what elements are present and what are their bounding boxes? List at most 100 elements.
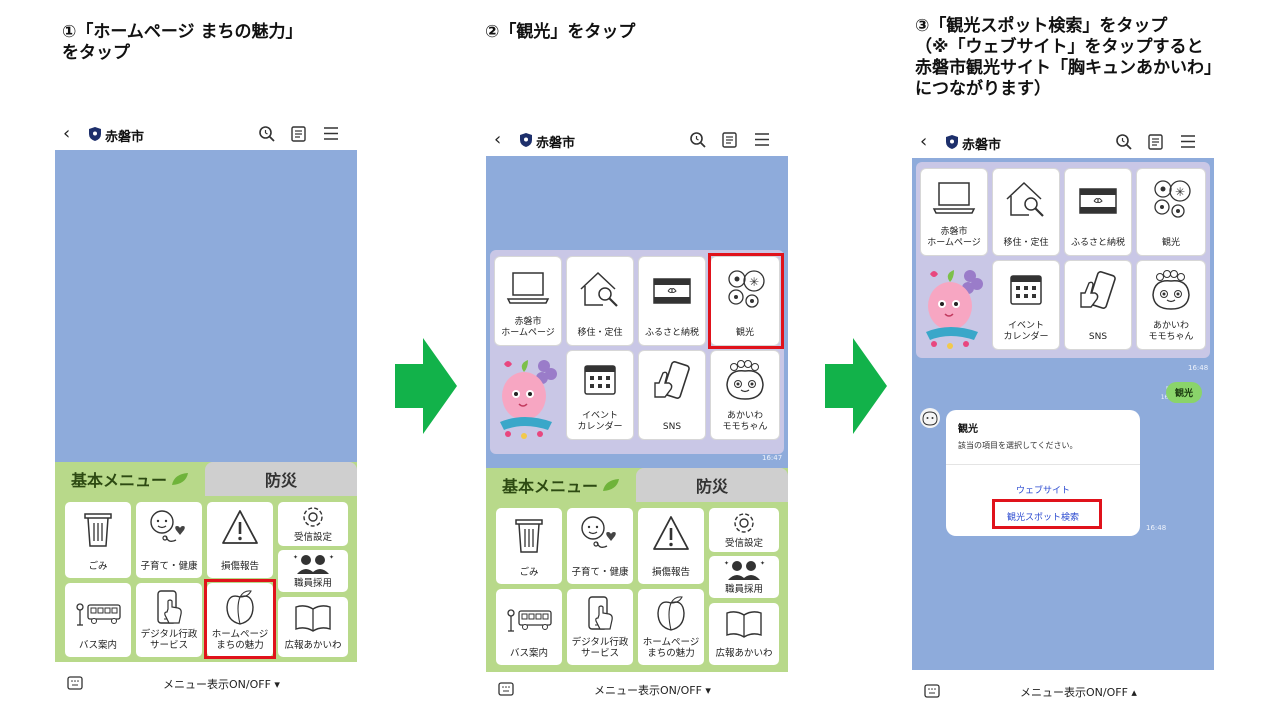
tab-bousai[interactable]: 防災 [636, 468, 788, 502]
rich-menu-message: 赤磐市 ホームページ 移住・定住 ふるさと納税 ✳ 観光 イベント カレンダー [490, 250, 784, 454]
menu-toggle-button[interactable]: メニュー表示ON/OFF ▴ [1020, 686, 1137, 699]
step2-caption: ②「観光」をタップ [485, 22, 636, 42]
rich-tile-event[interactable]: イベント カレンダー [566, 350, 634, 440]
rich-tile-furusato[interactable]: ふるさと納税 [638, 256, 706, 346]
trash-can-icon [84, 513, 112, 547]
note-icon[interactable] [1148, 134, 1163, 150]
hamburger-menu-icon[interactable] [754, 132, 770, 147]
menu-tile-sonsho[interactable]: 損傷報告 [638, 508, 704, 584]
smartphone-thumb-icon [654, 361, 690, 399]
hamburger-menu-icon[interactable] [323, 126, 339, 141]
rich-tile-label: 移住・定住 [1003, 238, 1049, 248]
rich-tile-iju[interactable]: 移住・定住 [566, 256, 634, 346]
hamburger-menu-icon[interactable] [1180, 134, 1196, 149]
next-step-arrow-icon [395, 338, 457, 434]
tourist-spot-search-button[interactable]: 観光スポット検索 [1006, 513, 1079, 523]
rich-tile-label: ふるさと納税 [1070, 238, 1125, 248]
search-icon[interactable] [689, 131, 707, 149]
rich-tile-label: SNS [1088, 332, 1108, 342]
menu-tile-shokuin[interactable]: ✦✦ 職員採用 [709, 556, 779, 598]
rich-tile-homepage[interactable]: 赤磐市 ホームページ [920, 168, 988, 256]
rich-tile-label: ふるさと納税 [644, 328, 699, 338]
card-divider [946, 464, 1140, 465]
baby-stethoscope-icon [581, 516, 616, 549]
menu-tile-gomi[interactable]: ごみ [65, 502, 131, 578]
keyboard-icon[interactable] [924, 684, 940, 698]
search-icon[interactable] [258, 125, 276, 143]
gift-box-icon [1079, 188, 1117, 214]
menu-tile-jushin[interactable]: 受信設定 [709, 508, 779, 552]
rich-tile-iju[interactable]: 移住・定住 [992, 168, 1060, 256]
menu-tile-label: 職員採用 [293, 578, 332, 589]
note-icon[interactable] [722, 132, 737, 148]
shield-icon [946, 135, 958, 149]
keyboard-icon[interactable] [67, 676, 83, 690]
tap-highlight-box [204, 579, 276, 659]
tab-basic-menu[interactable]: 基本メニュー [486, 468, 636, 502]
laptop-icon [506, 272, 550, 304]
menu-tile-label: ホームページ まちの魅力 [211, 629, 269, 651]
menu-tile-label: デジタル行政 サービス [140, 629, 198, 651]
menu-toggle-button[interactable]: メニュー表示ON/OFF ▾ [163, 678, 280, 691]
bottom-bar: メニュー表示ON/OFF ▴ [912, 678, 1214, 708]
menu-tile-gomi[interactable]: ごみ [496, 508, 562, 584]
menu-tile-kosodate[interactable]: 子育て・健康 [567, 508, 633, 584]
tab-bousai-label: 防災 [695, 477, 728, 496]
menu-tile-sonsho[interactable]: 損傷報告 [207, 502, 273, 578]
momo-chan-avatar-icon [922, 411, 938, 426]
menu-toggle-button[interactable]: メニュー表示ON/OFF ▾ [594, 684, 711, 697]
tab-basic-menu[interactable]: 基本メニュー [55, 462, 205, 496]
chat-area: 赤磐市 ホームページ 移住・定住 ふるさと納税 ✳ 観光 イベント カレンダー [486, 156, 788, 468]
back-chevron-icon[interactable]: ‹ [494, 129, 502, 150]
user-message-bubble: 観光 [1166, 382, 1203, 403]
menu-tile-jushin[interactable]: 受信設定 [278, 502, 348, 546]
menu-tile-homepage-miryoku[interactable]: ホームページ まちの魅力 [207, 583, 273, 657]
search-icon[interactable] [1115, 133, 1133, 151]
menu-tile-bus[interactable]: バス案内 [65, 583, 131, 657]
rich-tile-homepage[interactable]: 赤磐市 ホームページ [494, 256, 562, 346]
menu-tile-shokuin[interactable]: ✦✦ 職員採用 [278, 550, 348, 592]
rich-tile-momochan[interactable]: あかいわ モモちゃん [1136, 260, 1206, 350]
rich-tile-furusato[interactable]: ふるさと納税 [1064, 168, 1132, 256]
top-bar: ‹ 赤磐市 [55, 118, 357, 150]
website-button[interactable]: ウェブサイト [1015, 486, 1070, 496]
menu-tile-digital[interactable]: デジタル行政 サービス [136, 583, 202, 657]
trash-can-icon [515, 519, 543, 553]
rich-tile-event[interactable]: イベント カレンダー [992, 260, 1060, 350]
phone-tap-icon [157, 590, 182, 624]
city-name: 赤磐市 [536, 136, 576, 151]
leaf-icon [172, 473, 188, 485]
tab-bousai[interactable]: 防災 [205, 462, 357, 496]
svg-text:✦: ✦ [329, 554, 334, 561]
menu-tile-koho[interactable]: 広報あかいわ [709, 603, 779, 665]
city-name: 赤磐市 [962, 138, 1002, 153]
menu-tile-digital[interactable]: デジタル行政 サービス [567, 589, 633, 665]
menu-tile-kosodate[interactable]: 子育て・健康 [136, 502, 202, 578]
menu-tile-label: デジタル行政 サービス [571, 637, 629, 659]
top-bar: ‹ 赤磐市 [486, 124, 788, 156]
tab-bousai-label: 防災 [264, 471, 297, 490]
rich-tile-kanko[interactable]: ✳ 観光 [710, 256, 780, 346]
rich-tile-sns[interactable]: SNS [1064, 260, 1132, 350]
rich-tile-momochan[interactable]: あかいわ モモちゃん [710, 350, 780, 440]
card-title: 観光 [958, 424, 978, 435]
menu-tile-bus[interactable]: バス案内 [496, 589, 562, 665]
menu-tile-koho[interactable]: 広報あかいわ [278, 597, 348, 657]
rich-tile-sns[interactable]: SNS [638, 350, 706, 440]
back-chevron-icon[interactable]: ‹ [920, 131, 928, 152]
back-chevron-icon[interactable]: ‹ [63, 123, 71, 144]
message-timestamp: 16:48 [1188, 364, 1209, 372]
rich-tile-label: 観光 [735, 328, 754, 338]
tap-highlight-box [992, 499, 1102, 529]
leaf-icon [603, 479, 619, 491]
rich-tile-kanko[interactable]: ✳ 観光 [1136, 168, 1206, 256]
menu-tile-homepage-miryoku[interactable]: ホームページ まちの魅力 [638, 589, 704, 665]
laptop-icon [932, 182, 976, 214]
open-book-icon [726, 611, 762, 638]
svg-text:✦: ✦ [724, 560, 729, 567]
note-icon[interactable] [291, 126, 306, 142]
keyboard-icon[interactable] [498, 682, 514, 696]
warning-icon [222, 510, 258, 544]
menu-tile-label: 受信設定 [293, 532, 332, 543]
phone-screen-step1: ‹ 赤磐市 基本メニュー 防災 ごみ 子育て・健康 損傷報告 受信設定 ✦✦ 職… [55, 118, 357, 700]
